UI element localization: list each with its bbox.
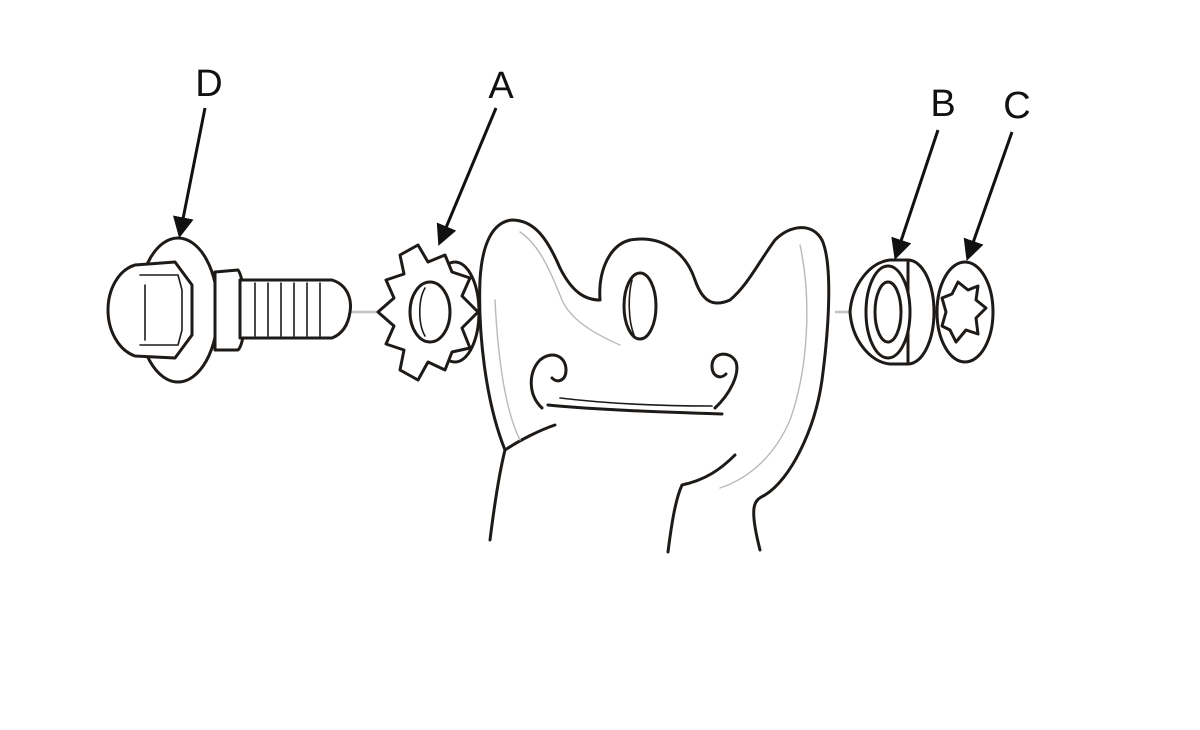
flange-bolt [106,236,352,384]
leader-line-b [891,129,940,260]
callout-leaders [172,107,1014,261]
callout-label-a: A [488,65,514,107]
lock-washer [935,260,995,364]
callout-label-c: C [1003,85,1030,127]
callout-label-b: B [930,83,955,125]
leader-line-c [963,131,1014,261]
leader-line-d [172,107,207,239]
leader-line-a [436,107,498,246]
mounting-bracket [478,218,831,554]
callout-label-d: D [195,63,222,105]
spacer-ring [848,258,936,366]
castellated-bushing [376,243,481,382]
